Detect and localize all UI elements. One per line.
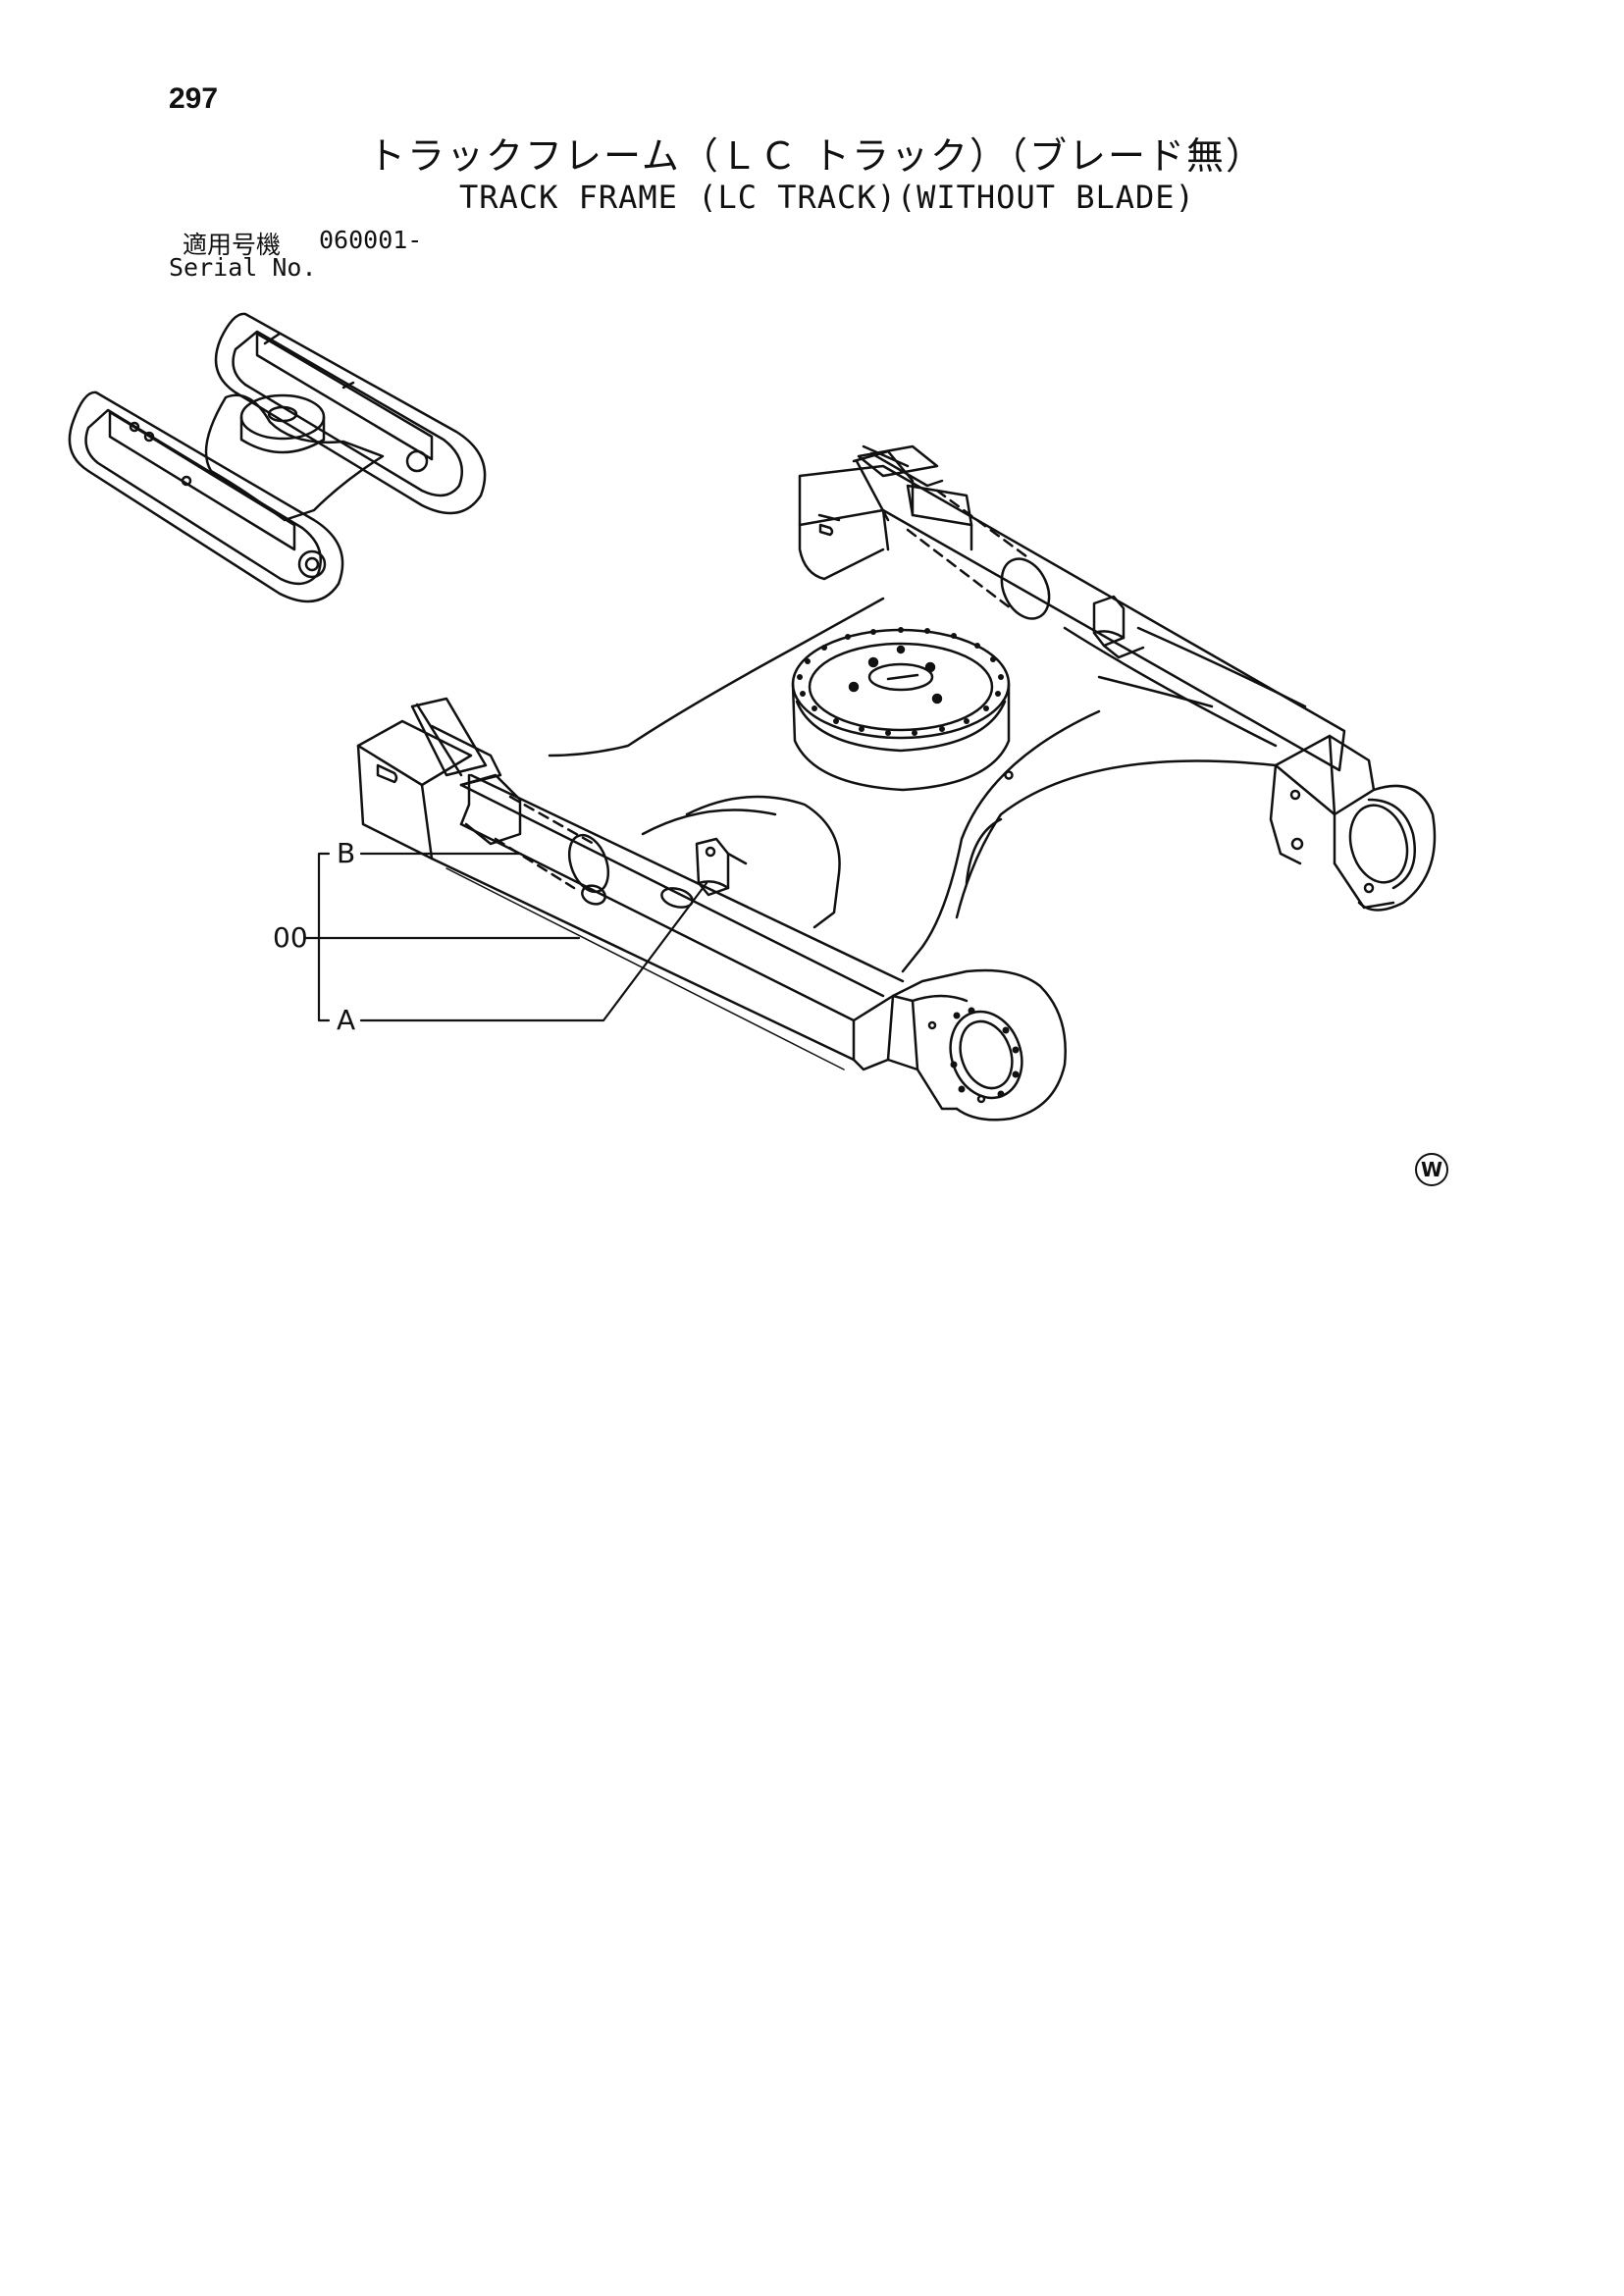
serial-label-english: Serial No. xyxy=(169,253,317,282)
callout-lines xyxy=(304,852,708,1022)
callout-a-label: A xyxy=(337,1004,356,1036)
callout-item-number: 00 xyxy=(273,921,308,954)
page-title-japanese: トラックフレーム（ＬＣ トラック）（ブレード無） xyxy=(368,134,1265,178)
w-mark: W xyxy=(1415,1153,1448,1186)
main-frame xyxy=(356,444,1437,1122)
page-number: 297 xyxy=(169,82,219,115)
overview-sketch xyxy=(68,312,487,603)
bearing-bolt-ring xyxy=(797,627,1004,736)
serial-label-japanese: 適用号機 xyxy=(183,231,282,259)
serial-number-value: 060001- xyxy=(319,226,423,254)
page-title-english: TRACK FRAME (LC TRACK)(WITHOUT BLADE) xyxy=(459,179,1195,216)
callout-b-label: B xyxy=(337,837,356,869)
